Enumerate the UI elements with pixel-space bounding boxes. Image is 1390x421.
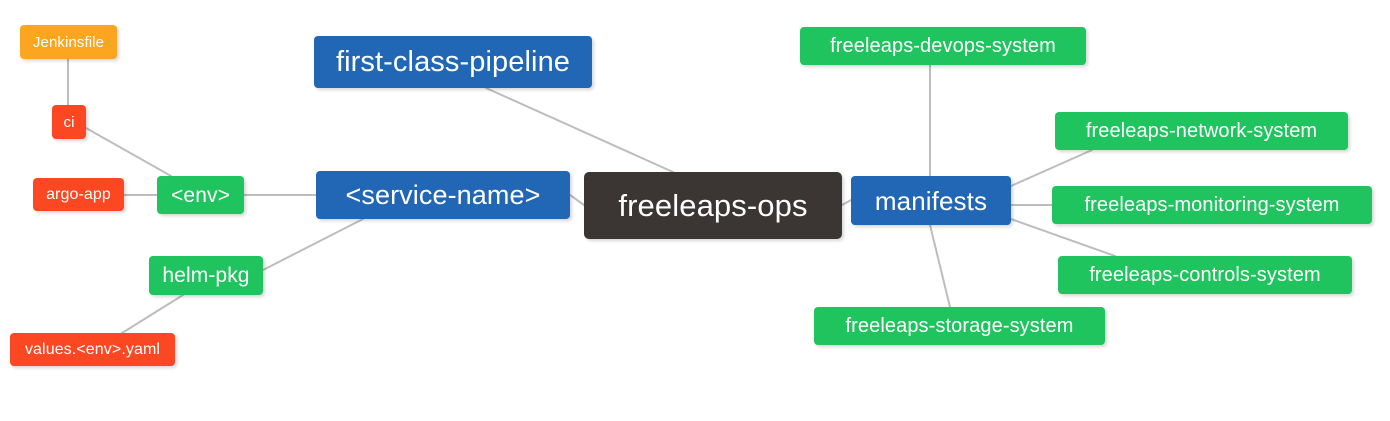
mindmap-node-freeleaps-controls-system[interactable]: freeleaps-controls-system: [1058, 256, 1352, 294]
mindmap-node-label: values.<env>.yaml: [24, 340, 161, 358]
mindmap-node-label: argo-app: [46, 185, 111, 203]
mindmap-node-argo-app[interactable]: argo-app: [33, 178, 124, 211]
mindmap-node-label: Jenkinsfile: [32, 33, 105, 51]
mindmap-node-jenkinsfile[interactable]: Jenkinsfile: [20, 25, 117, 59]
mindmap-node-label: manifests: [874, 185, 988, 216]
mindmap-node-label: freeleaps-controls-system: [1089, 264, 1321, 286]
mindmap-node-freeleaps-devops-system[interactable]: freeleaps-devops-system: [800, 27, 1086, 65]
mindmap-node-first-class-pipeline[interactable]: first-class-pipeline: [314, 36, 592, 88]
mindmap-node-values-yaml[interactable]: values.<env>.yaml: [10, 333, 175, 366]
mindmap-node-service-name[interactable]: <service-name>: [316, 171, 570, 219]
mindmap-node-label: <env>: [171, 183, 230, 207]
mindmap-node-label: <service-name>: [345, 179, 541, 210]
mindmap-node-freeleaps-storage-system[interactable]: freeleaps-storage-system: [814, 307, 1105, 345]
mindmap-node-label: helm-pkg: [162, 264, 250, 287]
mindmap-node-label: freeleaps-storage-system: [845, 315, 1074, 337]
mindmap-node-helm-pkg[interactable]: helm-pkg: [149, 256, 263, 295]
mindmap-node-label: freeleaps-monitoring-system: [1084, 194, 1340, 216]
mindmap-node-freeleaps-ops[interactable]: freeleaps-ops: [584, 172, 842, 239]
mindmap-node-freeleaps-monitoring-system[interactable]: freeleaps-monitoring-system: [1052, 186, 1372, 224]
mindmap-node-label: ci: [63, 113, 75, 131]
mindmap-node-label: freeleaps-ops: [618, 188, 808, 223]
mindmap-node-env[interactable]: <env>: [157, 176, 244, 214]
mindmap-node-freeleaps-network-system[interactable]: freeleaps-network-system: [1055, 112, 1348, 150]
mindmap-node-ci[interactable]: ci: [52, 105, 86, 139]
mindmap-node-label: first-class-pipeline: [335, 45, 571, 78]
mindmap-node-label: freeleaps-network-system: [1085, 120, 1318, 142]
mindmap-node-manifests[interactable]: manifests: [851, 176, 1011, 225]
mindmap-node-label: freeleaps-devops-system: [830, 35, 1056, 57]
